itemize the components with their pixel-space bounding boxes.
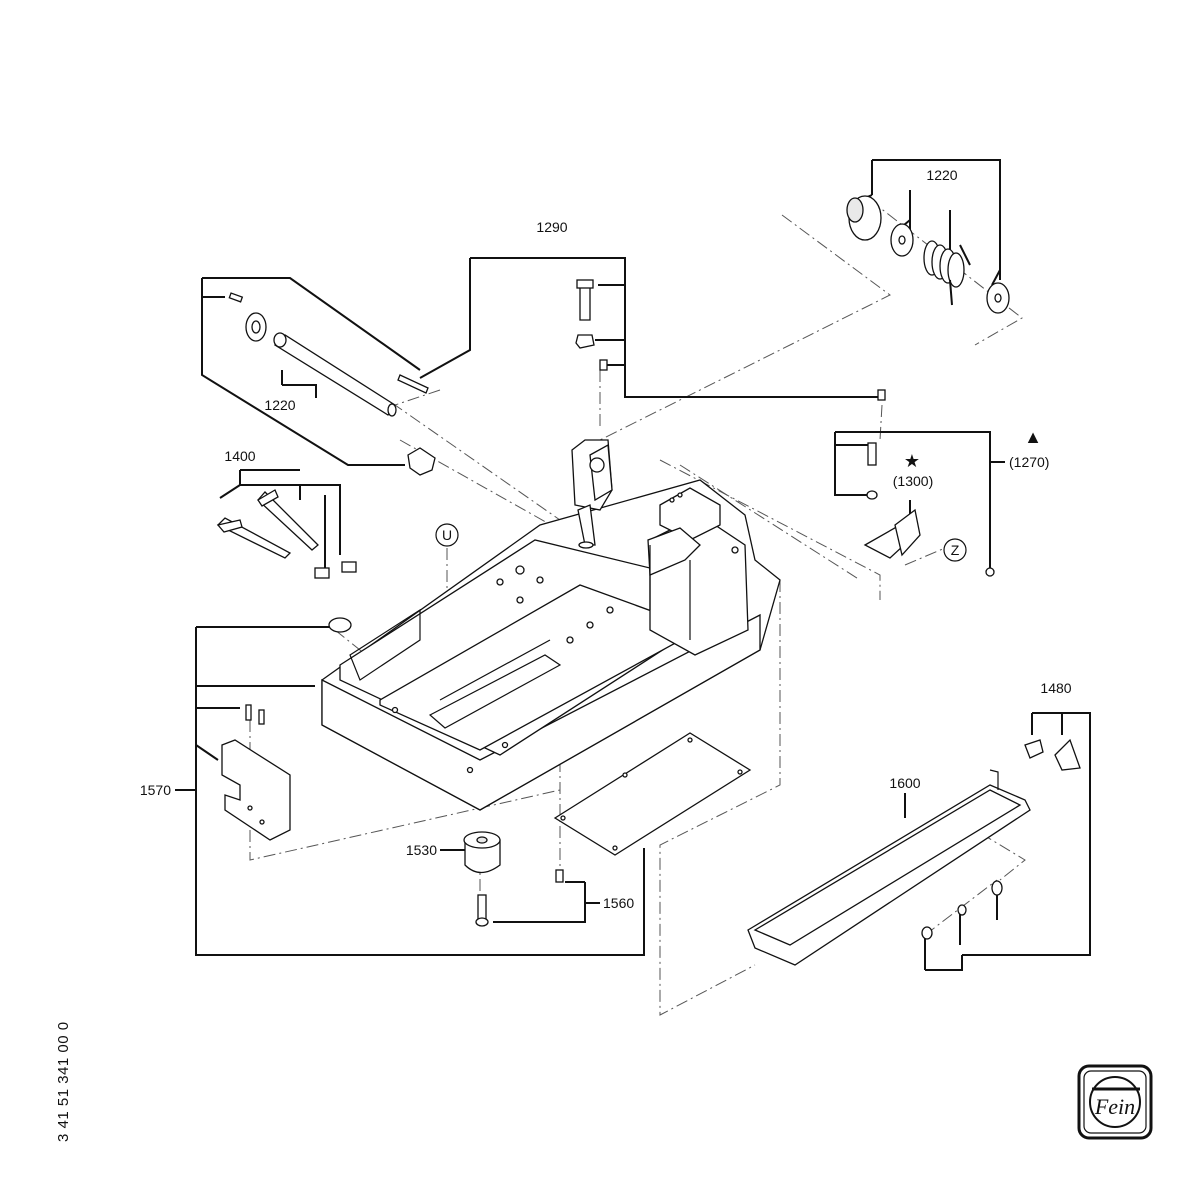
torsion-spring-icon [923,240,971,306]
callout-1600: 1600 [889,775,920,791]
document-number: 3 41 51 341 00 0 [55,1021,72,1142]
callout-1480: 1480 [1040,680,1071,696]
callout-labels: 1220 1290 1220 1400 (1270) (1300) 1480 1… [140,167,1072,911]
guard-plate-part [221,704,291,841]
marker-z-circle [943,538,967,562]
callout-1220-left: 1220 [264,397,295,413]
logo-text: Fein [1094,1094,1135,1119]
fein-logo-icon: Fein [1077,1064,1153,1140]
marker-u-circle [435,523,459,547]
guide-stud-part [407,447,436,476]
pivot-pin-part [228,292,429,417]
callout-1560: 1560 [603,895,634,911]
star-icon: ★ [904,451,920,471]
callout-1270: (1270) [1009,454,1049,470]
rubber-foot-part [463,831,501,874]
column-bracket-part [571,439,613,549]
callout-1530: 1530 [406,842,437,858]
triangle-icon: ▲ [1024,427,1042,447]
angle-bracket-part [863,442,995,577]
washer-part [328,617,352,633]
callout-1290: 1290 [536,219,567,235]
marker-u-label: U [442,527,452,543]
spring-assembly-part [846,195,1010,314]
marker-symbols: U Z ★ ▲ [435,427,1042,562]
marker-z-label: Z [951,542,960,558]
hex-key-set-part [216,489,357,579]
base-housing-part [321,479,781,811]
part-drawings [216,195,1081,966]
screw-set-part [475,869,564,927]
callout-1570: 1570 [140,782,171,798]
leader-lines [175,159,1091,971]
wing-nut-part [1024,738,1081,771]
bolt-nut-set-part [575,279,886,401]
bottom-plate-part [553,732,752,856]
callout-1220-top: 1220 [926,167,957,183]
chip-tray-part [747,769,1031,966]
callout-1300: (1300) [893,473,933,489]
callout-1400: 1400 [224,448,255,464]
